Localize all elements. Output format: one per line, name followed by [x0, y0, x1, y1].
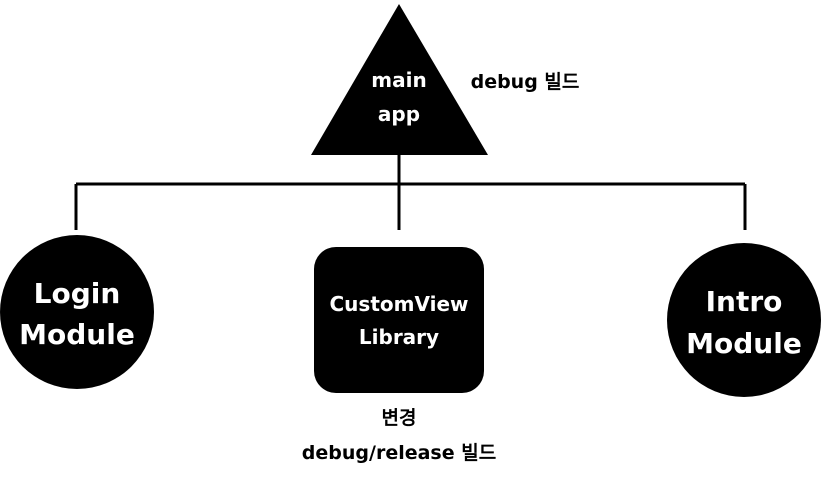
login-module-label-line-1: Login	[34, 277, 121, 310]
login-module-circle	[0, 235, 154, 389]
customview-library-node: CustomView Library	[314, 247, 484, 393]
customview-library-box	[314, 247, 484, 393]
main-app-triangle	[311, 4, 488, 155]
main-app-build-note: debug 빌드	[471, 71, 580, 93]
main-app-node: main app	[311, 4, 488, 155]
customview-library-note-line-1: 변경	[382, 407, 417, 429]
intro-module-circle	[667, 243, 821, 397]
main-app-label-line-1: main	[371, 68, 426, 92]
customview-library-label-line-2: Library	[359, 325, 439, 349]
customview-library-label-line-1: CustomView	[330, 292, 469, 316]
connectors	[74, 155, 747, 230]
intro-module-label-line-1: Intro	[706, 285, 783, 318]
customview-library-note-line-2: debug/release 빌드	[302, 442, 496, 464]
intro-module-label-line-2: Module	[686, 327, 802, 360]
intro-module-node: Intro Module	[667, 243, 821, 397]
main-app-label-line-2: app	[378, 102, 420, 126]
login-module-node: Login Module	[0, 235, 154, 389]
login-module-label-line-2: Module	[19, 318, 135, 351]
